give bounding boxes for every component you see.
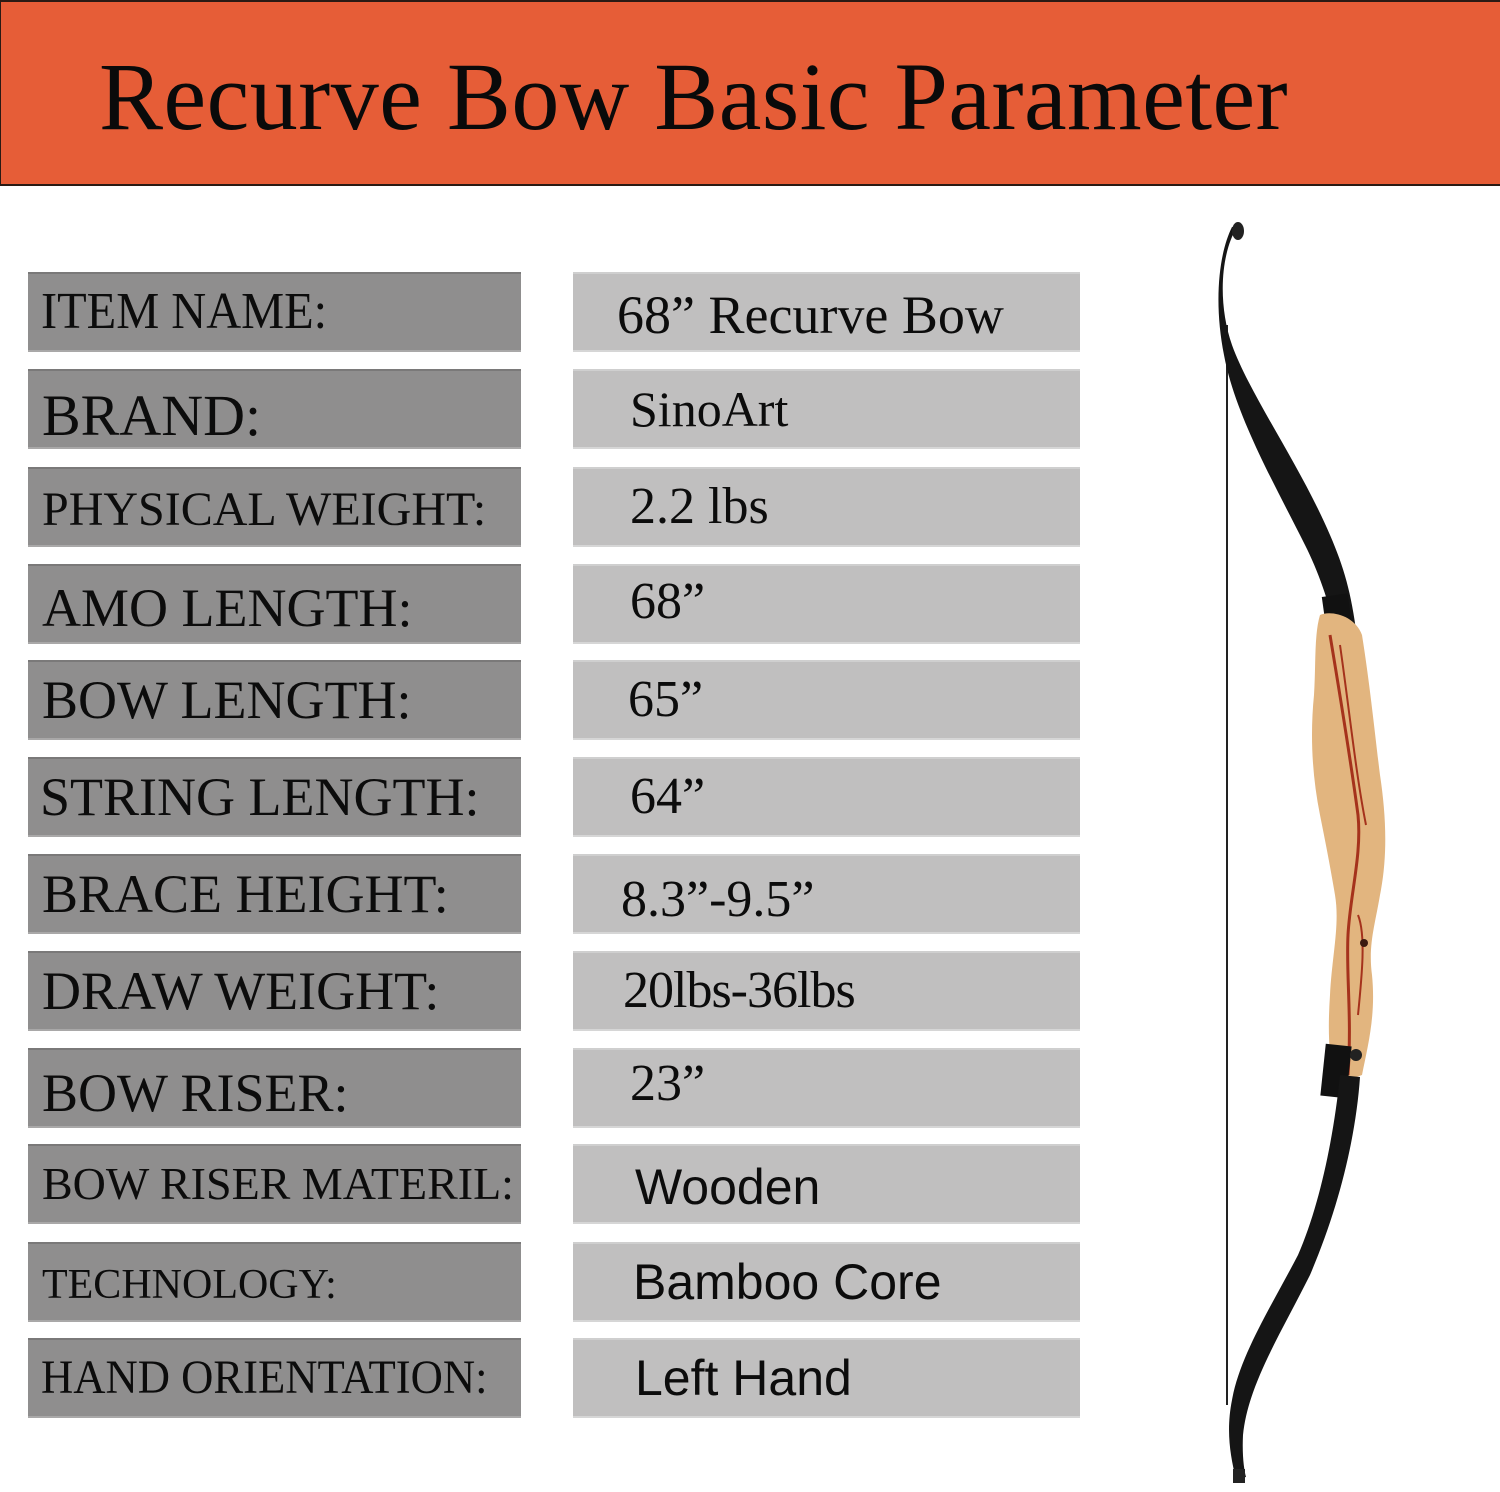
spec-label: TECHNOLOGY: xyxy=(42,1262,337,1308)
spec-row-draw-weight: DRAW WEIGHT: 20lbs-36lbs xyxy=(0,951,1080,1031)
spec-value: 23” xyxy=(630,1055,706,1112)
spec-label: BRAND: xyxy=(42,383,262,448)
spec-value-cell: 8.3”-9.5” xyxy=(573,854,1080,934)
spec-row-bow-length: BOW LENGTH: 65” xyxy=(0,660,1080,740)
spec-row-item-name: ITEM NAME: 68” Recurve Bow xyxy=(0,272,1080,352)
spec-value: Wooden xyxy=(635,1159,821,1215)
spec-value-cell: 23” xyxy=(573,1048,1080,1128)
spec-value: Left Hand xyxy=(635,1350,852,1406)
spec-value-cell: 2.2 lbs xyxy=(573,467,1080,547)
spec-label-cell: BOW RISER: xyxy=(28,1048,521,1128)
spec-label: PHYSICAL WEIGHT: xyxy=(42,483,487,536)
spec-row-string-length: STRING LENGTH: 64” xyxy=(0,757,1080,837)
spec-label-cell: BRACE HEIGHT: xyxy=(28,854,521,934)
page-title: Recurve Bow Basic Parameter xyxy=(99,43,1289,150)
spec-label-cell: DRAW WEIGHT: xyxy=(28,951,521,1031)
spec-row-physical-weight: PHYSICAL WEIGHT: 2.2 lbs xyxy=(0,467,1080,547)
spec-value-cell: 65” xyxy=(573,660,1080,740)
spec-value: 64” xyxy=(630,768,706,825)
spec-value-cell: SinoArt xyxy=(573,369,1080,449)
spec-value-cell: Left Hand xyxy=(573,1338,1080,1418)
spec-value: 8.3”-9.5” xyxy=(621,871,815,928)
spec-label-cell: BOW LENGTH: xyxy=(28,660,521,740)
spec-label-cell: PHYSICAL WEIGHT: xyxy=(28,467,521,547)
recurve-bow-image xyxy=(1180,215,1440,1487)
spec-value-cell: 68” Recurve Bow xyxy=(573,272,1080,352)
spec-value: SinoArt xyxy=(630,381,789,437)
spec-value-cell: 68” xyxy=(573,564,1080,644)
spec-row-brand: BRAND: SinoArt xyxy=(0,369,1080,449)
spec-value-cell: Bamboo Core xyxy=(573,1242,1080,1322)
spec-value-cell: 20lbs-36lbs xyxy=(573,951,1080,1031)
spec-label: BOW RISER: xyxy=(42,1063,349,1123)
spec-label: BOW RISER MATERIL: xyxy=(42,1158,514,1209)
spec-row-hand-orientation: HAND ORIENTATION: Left Hand xyxy=(0,1338,1080,1418)
spec-label: DRAW WEIGHT: xyxy=(42,961,440,1021)
spec-row-amo-length: AMO LENGTH: 68” xyxy=(0,564,1080,644)
spec-row-brace-height: BRACE HEIGHT: 8.3”-9.5” xyxy=(0,854,1080,934)
spec-value: 68” xyxy=(630,573,706,630)
spec-value: 68” Recurve Bow xyxy=(617,285,1004,345)
spec-label-cell: AMO LENGTH: xyxy=(28,564,521,644)
spec-label: STRING LENGTH: xyxy=(40,767,480,827)
spec-label: HAND ORIENTATION: xyxy=(41,1351,488,1404)
spec-label-cell: BRAND: xyxy=(28,369,521,449)
spec-value: 65” xyxy=(628,671,704,728)
spec-label: BRACE HEIGHT: xyxy=(42,864,449,924)
spec-label-cell: ITEM NAME: xyxy=(28,272,521,352)
spec-row-technology: TECHNOLOGY: Bamboo Core xyxy=(0,1242,1080,1322)
recurve-bow-icon xyxy=(1218,222,1386,1483)
spec-row-bow-riser-material: BOW RISER MATERIL: Wooden xyxy=(0,1144,1080,1224)
spec-value: Bamboo Core xyxy=(633,1254,942,1310)
title-banner: Recurve Bow Basic Parameter xyxy=(0,0,1500,186)
spec-label-cell: HAND ORIENTATION: xyxy=(28,1338,521,1418)
spec-label-cell: TECHNOLOGY: xyxy=(28,1242,521,1322)
spec-label: ITEM NAME: xyxy=(41,283,328,340)
spec-label: BOW LENGTH: xyxy=(42,670,412,730)
spec-value-cell: Wooden xyxy=(573,1144,1080,1224)
spec-label-cell: STRING LENGTH: xyxy=(28,757,521,837)
spec-label-cell: BOW RISER MATERIL: xyxy=(28,1144,521,1224)
spec-value: 20lbs-36lbs xyxy=(623,962,856,1019)
spec-label: AMO LENGTH: xyxy=(42,578,413,638)
spec-value-cell: 64” xyxy=(573,757,1080,837)
spec-value: 2.2 lbs xyxy=(630,478,769,535)
spec-row-bow-riser: BOW RISER: 23” xyxy=(0,1048,1080,1128)
